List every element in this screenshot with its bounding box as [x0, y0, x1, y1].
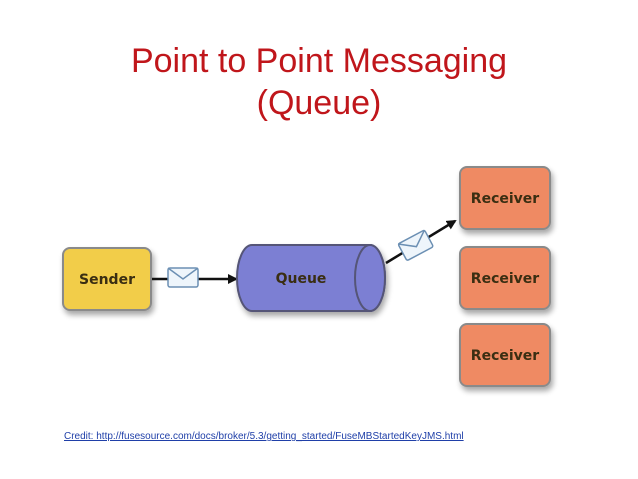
- credit-link[interactable]: Credit: http://fusesource.com/docs/broke…: [64, 431, 464, 442]
- queue-node: [236, 244, 386, 312]
- receiver-label: Receiver: [471, 191, 539, 207]
- slide-title-line-1: Point to Point Messaging: [130, 42, 508, 80]
- receiver-node: Receiver: [459, 246, 551, 310]
- envelope-icon: [167, 267, 199, 288]
- slide-title: Point to Point Messaging (Queue): [0, 40, 638, 124]
- sender-node: Sender: [62, 247, 152, 311]
- receiver-node: Receiver: [459, 166, 551, 230]
- slide-title-line-2: (Queue): [256, 84, 382, 122]
- sender-label: Sender: [79, 272, 135, 288]
- receiver-node: Receiver: [459, 323, 551, 387]
- queue-label: Queue: [276, 271, 327, 287]
- receiver-label: Receiver: [471, 348, 539, 364]
- receiver-label: Receiver: [471, 271, 539, 287]
- envelope-icon: [397, 229, 434, 261]
